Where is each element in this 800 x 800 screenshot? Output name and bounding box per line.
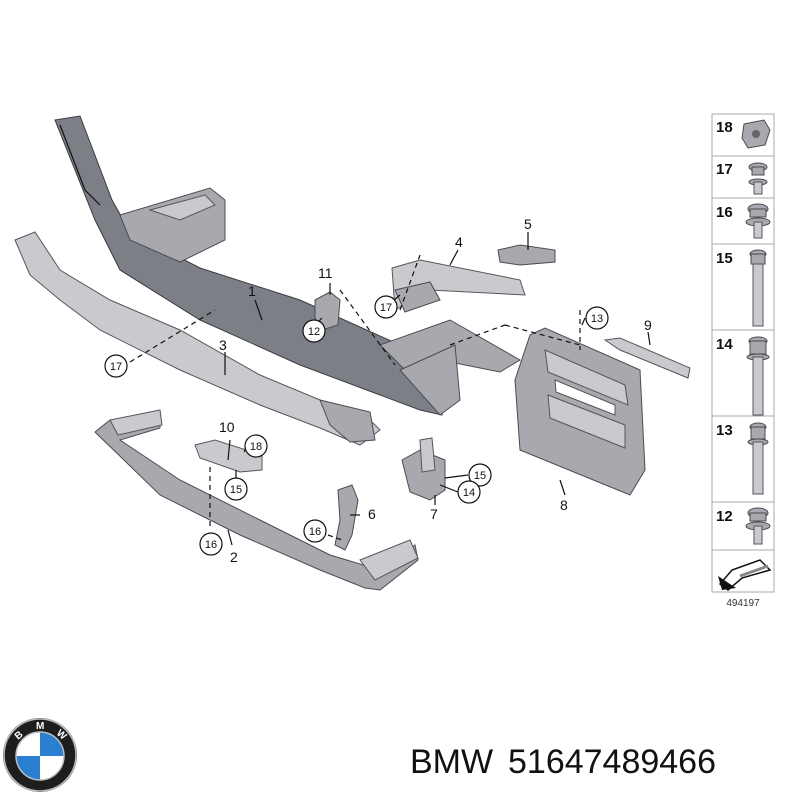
flange-screw-icon xyxy=(745,203,771,239)
part-2-cross-bar xyxy=(94,409,419,591)
svg-text:17: 17 xyxy=(380,302,392,314)
bolt-13-icon xyxy=(747,422,769,495)
part-6-bracket xyxy=(334,484,359,551)
circled-callout-17b: 17 xyxy=(374,295,398,319)
callout-6: 6 xyxy=(368,506,376,522)
legend-item-18: 18 xyxy=(716,119,733,136)
circled-callout-14: 14 xyxy=(457,480,481,504)
part-8-radiator-frame xyxy=(514,327,646,496)
long-bolt-15-icon xyxy=(749,249,767,327)
clip-nut-icon xyxy=(741,119,771,149)
part-9-strip xyxy=(603,337,691,379)
callout-3: 3 xyxy=(219,337,227,353)
svg-text:15: 15 xyxy=(230,484,242,496)
short-screw-icon xyxy=(748,162,768,195)
svg-text:17: 17 xyxy=(110,361,122,373)
svg-text:18: 18 xyxy=(250,441,262,453)
part-7-holder xyxy=(401,437,446,501)
legend-item-16: 16 xyxy=(716,204,733,221)
legend-item-13: 13 xyxy=(716,422,733,439)
callout-9: 9 xyxy=(644,317,652,333)
callout-10: 10 xyxy=(219,419,235,435)
short-flange-screw-icon xyxy=(745,507,771,545)
svg-text:M: M xyxy=(36,721,44,732)
callout-8: 8 xyxy=(560,497,568,513)
brand-name: BMW xyxy=(410,743,493,781)
callout-7: 7 xyxy=(430,506,438,522)
part-1-carrier-beam xyxy=(54,115,521,416)
part-4-bracket xyxy=(391,259,526,313)
callout-2: 2 xyxy=(230,549,238,565)
circled-callout-17a: 17 xyxy=(104,354,128,378)
part-5-bracket xyxy=(497,244,556,266)
svg-text:16: 16 xyxy=(309,526,321,538)
bmw-logo: B M W xyxy=(3,718,77,792)
legend-item-17: 17 xyxy=(716,161,733,178)
svg-text:15: 15 xyxy=(474,470,486,482)
part-3-lower-strip xyxy=(14,231,381,446)
circled-callout-16a: 16 xyxy=(199,532,223,556)
svg-text:12: 12 xyxy=(308,326,320,338)
callout-11: 11 xyxy=(318,265,333,281)
svg-text:13: 13 xyxy=(591,313,603,325)
circled-callout-16b: 16 xyxy=(303,519,327,543)
legend-item-12: 12 xyxy=(716,508,733,525)
part-number: 51647489466 xyxy=(508,743,716,781)
long-bolt-14-icon xyxy=(746,336,770,416)
leader-lines xyxy=(129,232,651,546)
callout-1: 1 xyxy=(248,283,256,299)
callout-4: 4 xyxy=(455,234,463,250)
circled-callout-18: 18 xyxy=(244,434,268,458)
legend-item-14: 14 xyxy=(716,336,733,353)
circled-callout-13: 13 xyxy=(585,306,609,330)
circled-callout-12: 12 xyxy=(302,319,326,343)
circled-callout-15b: 15 xyxy=(468,463,492,487)
callout-5: 5 xyxy=(524,216,532,232)
legend-item-15: 15 xyxy=(716,250,733,267)
circled-callout-15a: 15 xyxy=(224,477,248,501)
arrow-icon xyxy=(718,559,772,591)
reference-code: 494197 xyxy=(726,598,760,609)
svg-text:14: 14 xyxy=(463,487,475,499)
svg-text:16: 16 xyxy=(205,539,217,551)
fastener-legend: 18 17 16 15 14 13 12 xyxy=(711,113,775,609)
